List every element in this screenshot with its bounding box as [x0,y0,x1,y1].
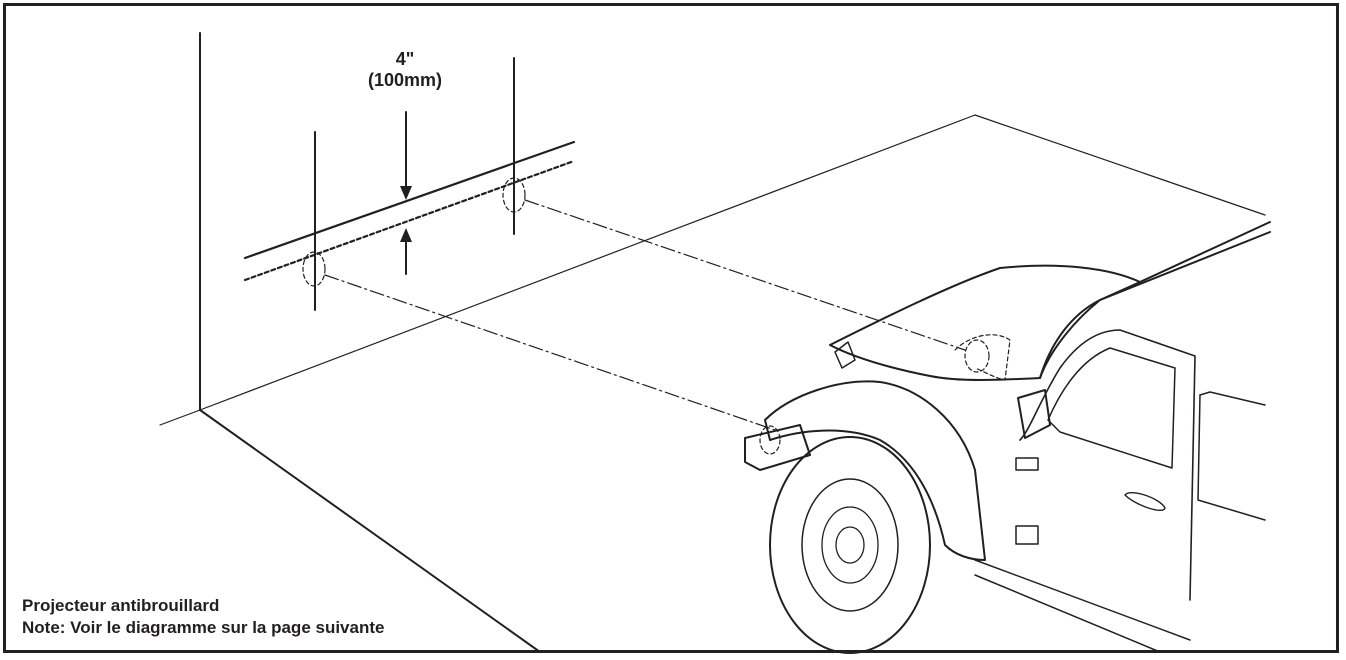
diagram-frame [3,3,1339,653]
dimension-metric: (100mm) [367,70,443,90]
caption-note: Note: Voir le diagramme sur la page suiv… [22,618,385,637]
vehicle-illustration [744,221,1271,654]
vertical-reference-lines [314,57,515,311]
dimension-arrows [400,111,412,275]
light-projection-lines [324,199,966,431]
headlamp-height-line [243,140,576,260]
fog-lamp-aim-line [243,159,576,282]
aim-target-circles [302,177,526,287]
dimension-value: 4" [395,49,415,69]
caption-title: Projecteur antibrouillard [22,596,220,615]
wall-floor [159,32,1266,653]
